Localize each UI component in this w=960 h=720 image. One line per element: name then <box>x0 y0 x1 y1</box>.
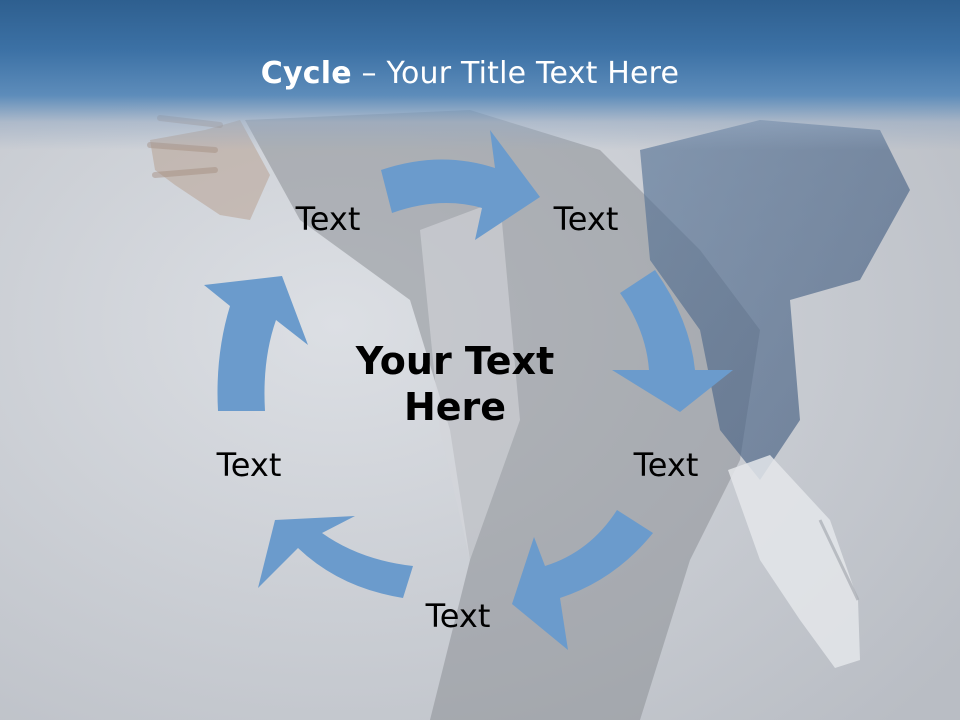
cycle-arrow-bottom-left <box>258 516 413 598</box>
title-rest: – Your Title Text Here <box>351 56 680 91</box>
cycle-node-left: Text <box>216 446 282 484</box>
cycle-arrow-right <box>612 270 733 412</box>
slide-title: Cycle – Your Title Text Here <box>0 56 940 91</box>
center-text-line-1: Your Text <box>355 339 555 383</box>
center-text-line-2: Here <box>403 385 507 429</box>
cycle-arrow-top <box>381 130 540 240</box>
center-text: Your Text Here <box>340 338 570 430</box>
cycle-node-right: Text <box>633 446 699 484</box>
title-bold: Cycle <box>260 56 352 91</box>
cycle-node-top-right: Text <box>553 200 619 238</box>
cycle-arrow-bottom-right <box>512 510 653 650</box>
cycle-node-bottom: Text <box>425 597 491 635</box>
cycle-arrow-left <box>204 276 308 411</box>
cycle-node-top-left: Text <box>295 200 361 238</box>
title-bar <box>0 0 960 150</box>
